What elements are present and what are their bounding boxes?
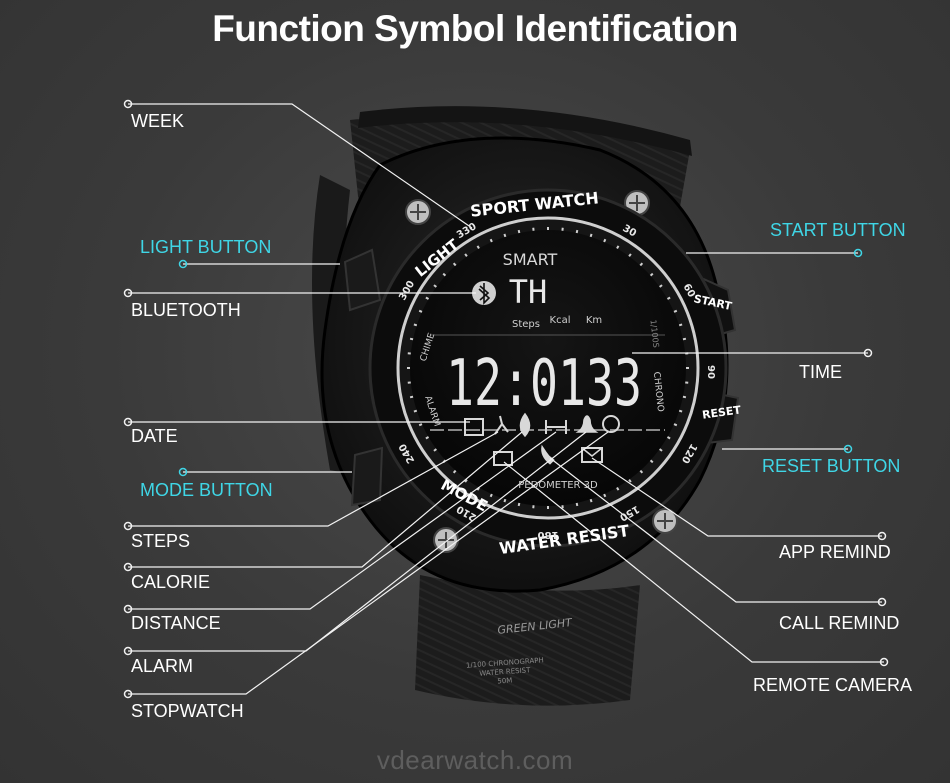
label-remote-camera: REMOTE CAMERA (753, 675, 913, 695)
page-title: Function Symbol Identification (212, 8, 738, 49)
alarm-symbol (575, 415, 599, 433)
label-mode-button: MODE BUTTON (140, 480, 273, 500)
leader-dots-cyan (178, 248, 863, 477)
pedometer-label: PEDOMETER 3D (518, 480, 598, 491)
strap-bottom (415, 575, 640, 706)
steps-symbol (494, 415, 509, 435)
label-time: TIME (799, 362, 842, 382)
label-bluetooth: BLUETOOTH (131, 300, 241, 320)
reset-button-label: RESET (701, 403, 742, 421)
distance-symbol (545, 420, 567, 434)
chrono-label: CHRONO (651, 371, 665, 412)
kcal-label: Kcal (550, 315, 571, 326)
label-light-button: LIGHT BUTTON (140, 237, 272, 257)
face-brand: SMART (503, 250, 558, 269)
km-label: Km (586, 315, 602, 326)
time-display: 12:0133 (446, 347, 642, 421)
label-date: DATE (131, 426, 178, 446)
label-steps: STEPS (131, 531, 191, 551)
strap-small-2: WATER RESIST (479, 666, 531, 678)
strap-small-3: 50M (497, 676, 512, 685)
steps-label: Steps (512, 319, 540, 330)
strap-top-keeper (358, 106, 692, 156)
laps-label: 1/100S (649, 319, 661, 348)
date-symbol (464, 418, 484, 436)
weekday-display: TH (509, 273, 548, 311)
label-stopwatch: STOPWATCH (131, 701, 244, 721)
label-distance: DISTANCE (131, 613, 221, 633)
label-call-remind: CALL REMIND (779, 613, 900, 633)
label-app-remind: APP REMIND (779, 542, 891, 562)
bezel-number: 180 (538, 529, 559, 540)
leader-dots (123, 99, 889, 699)
label-week: WEEK (131, 111, 185, 131)
label-calorie: CALORIE (131, 572, 211, 592)
leader-lines (128, 103, 884, 695)
calorie-symbol (519, 412, 531, 438)
mode-button-shape (350, 446, 384, 507)
app-remind-symbol (581, 447, 603, 463)
watermark: vdearwatch.com (376, 745, 574, 775)
label-reset-button: RESET BUTTON (762, 456, 901, 476)
stopwatch-symbol (602, 415, 620, 433)
label-start-button: START BUTTON (770, 220, 906, 240)
remote-camera-symbol (493, 451, 513, 466)
light-button-shape (343, 248, 382, 312)
label-alarm: ALARM (131, 656, 194, 676)
bezel-number: 90 (705, 365, 716, 379)
